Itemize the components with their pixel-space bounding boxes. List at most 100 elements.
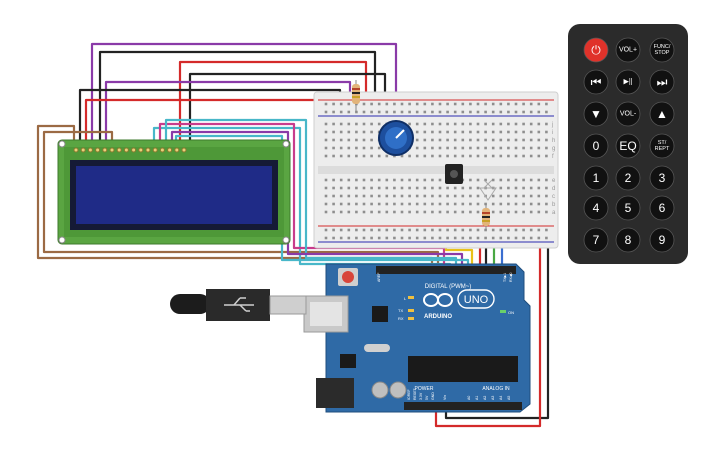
breadboard-hole[interactable] [423,146,427,150]
breadboard-hole[interactable] [484,102,487,106]
breadboard-hole[interactable] [415,122,419,126]
breadboard-hole[interactable] [415,178,419,182]
breadboard-hole[interactable] [377,146,381,150]
breadboard-hole[interactable] [529,186,533,190]
breadboard-hole[interactable] [545,130,548,134]
breadboard-hole[interactable] [415,202,419,206]
breadboard-hole[interactable] [370,130,373,134]
breadboard-hole[interactable] [491,178,495,182]
breadboard-hole[interactable] [545,154,548,158]
breadboard-hole[interactable] [400,236,404,240]
power-analog-header[interactable] [404,402,522,410]
lcd-pin[interactable] [131,147,137,153]
breadboard-hole[interactable] [423,154,427,158]
remote-button-seven[interactable]: 7 [583,227,609,253]
breadboard-hole[interactable] [537,130,541,134]
breadboard-hole[interactable] [522,186,525,190]
remote-button-eight-cap[interactable] [615,227,641,253]
breadboard-hole[interactable] [469,130,472,134]
breadboard-hole[interactable] [370,228,373,232]
breadboard-hole[interactable] [499,102,503,106]
breadboard-hole[interactable] [529,202,533,206]
remote-button-six[interactable]: 6 [649,195,675,221]
breadboard-hole[interactable] [370,122,373,126]
breadboard-hole[interactable] [453,194,457,198]
breadboard-hole[interactable] [484,178,487,182]
breadboard-hole[interactable] [362,202,366,206]
breadboard-hole[interactable] [453,202,457,206]
breadboard-hole[interactable] [423,202,427,206]
breadboard-hole[interactable] [324,110,328,114]
breadboard-hole[interactable] [324,210,328,214]
breadboard-hole[interactable] [347,202,351,206]
breadboard-hole[interactable] [370,146,373,150]
breadboard-hole[interactable] [393,110,396,114]
breadboard-hole[interactable] [499,236,503,240]
remote-button-eq-cap[interactable] [615,133,641,159]
lcd-pin[interactable] [102,147,108,153]
breadboard-hole[interactable] [537,194,541,198]
breadboard-hole[interactable] [362,178,366,182]
breadboard-hole[interactable] [408,122,411,126]
breadboard-hole[interactable] [469,122,472,126]
breadboard-hole[interactable] [324,102,328,106]
breadboard-hole[interactable] [347,130,351,134]
ir-receiver[interactable] [445,164,463,184]
breadboard-hole[interactable] [514,154,518,158]
breadboard-hole[interactable] [529,130,533,134]
remote-button-next-cap[interactable] [649,69,675,95]
breadboard-hole[interactable] [377,102,381,106]
remote-button-func-stop-cap[interactable] [649,37,675,63]
breadboard-hole[interactable] [537,210,541,214]
breadboard-hole[interactable] [400,110,404,114]
remote-button-eq[interactable]: EQ [615,133,641,159]
remote-button-three-cap[interactable] [649,165,675,191]
breadboard-hole[interactable] [415,228,419,232]
digital-header[interactable] [376,266,516,274]
breadboard-hole[interactable] [438,194,442,198]
breadboard-hole[interactable] [400,210,404,214]
breadboard-hole[interactable] [339,138,343,142]
breadboard-hole[interactable] [355,178,358,182]
breadboard-hole[interactable] [484,154,487,158]
breadboard-hole[interactable] [514,102,518,106]
breadboard-hole[interactable] [385,210,389,214]
breadboard-hole[interactable] [469,110,472,114]
wire-black-rail[interactable] [444,246,550,420]
breadboard-hole[interactable] [355,122,358,126]
breadboard-hole[interactable] [499,228,503,232]
breadboard-hole[interactable] [545,194,548,198]
breadboard-hole[interactable] [491,236,495,240]
breadboard-hole[interactable] [507,202,510,206]
breadboard-hole[interactable] [461,110,465,114]
breadboard-hole[interactable] [476,178,480,182]
breadboard-hole[interactable] [377,194,381,198]
breadboard-hole[interactable] [476,122,480,126]
breadboard-hole[interactable] [423,186,427,190]
remote-button-seven-cap[interactable] [583,227,609,253]
breadboard-hole[interactable] [446,210,449,214]
breadboard-hole[interactable] [393,186,396,190]
breadboard-hole[interactable] [491,102,495,106]
breadboard-hole[interactable] [339,236,343,240]
breadboard-hole[interactable] [461,228,465,232]
breadboard-hole[interactable] [355,228,358,232]
breadboard-hole[interactable] [476,154,480,158]
breadboard-hole[interactable] [537,228,541,232]
breadboard-hole[interactable] [347,228,351,232]
wire-purple-pot[interactable] [104,80,352,148]
breadboard-hole[interactable] [339,110,343,114]
breadboard-hole[interactable] [324,138,328,142]
breadboard-hole[interactable] [491,210,495,214]
breadboard-hole[interactable] [522,178,525,182]
breadboard-hole[interactable] [453,110,457,114]
breadboard-hole[interactable] [362,154,366,158]
breadboard-hole[interactable] [332,122,335,126]
breadboard-hole[interactable] [385,194,389,198]
breadboard-hole[interactable] [507,122,510,126]
remote-button-one-cap[interactable] [583,165,609,191]
breadboard-hole[interactable] [362,110,366,114]
breadboard-hole[interactable] [476,210,480,214]
breadboard-hole[interactable] [461,210,465,214]
